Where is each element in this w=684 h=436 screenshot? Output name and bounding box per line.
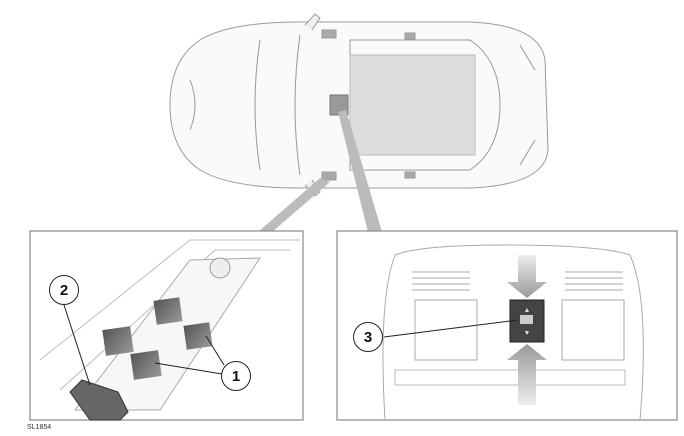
callout-1: 1 <box>221 361 251 391</box>
child-lock-switch <box>69 379 129 421</box>
callout-2: 2 <box>49 275 79 305</box>
door-switch-panel <box>29 230 304 421</box>
window-switch <box>183 322 213 350</box>
overhead-console-panel: ▲ ▼ <box>336 230 678 421</box>
window-switch <box>153 297 183 325</box>
svg-text:▼: ▼ <box>524 330 531 337</box>
arrow-up-icon <box>507 344 547 405</box>
pointer-beam-door <box>258 178 330 232</box>
figure-id: SL1854 <box>27 424 52 431</box>
callout-3: 3 <box>353 322 383 352</box>
svg-text:▲: ▲ <box>524 307 531 314</box>
arrow-down-icon <box>507 255 547 298</box>
pointer-beam-console <box>338 110 382 232</box>
window-switch <box>130 350 162 380</box>
window-switch <box>102 326 134 356</box>
